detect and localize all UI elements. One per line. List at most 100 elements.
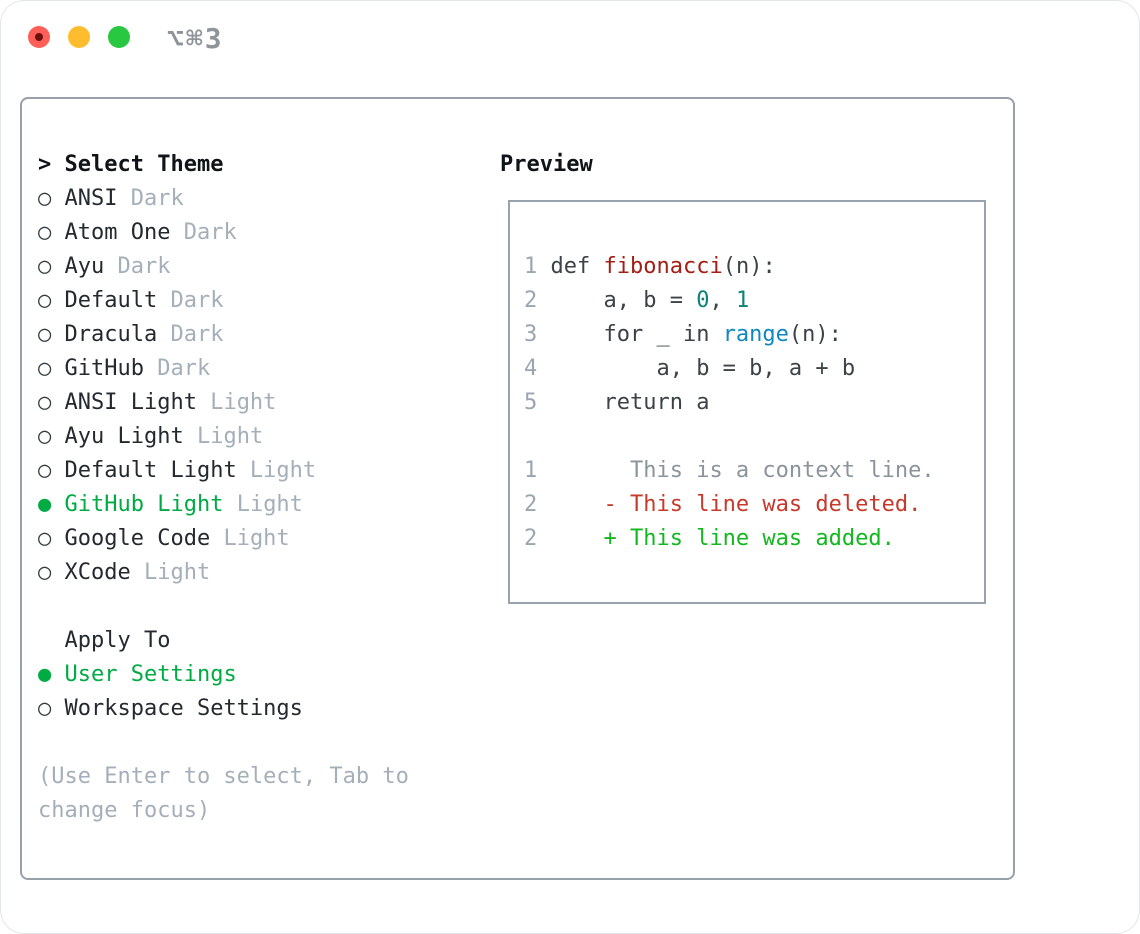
line-number: 1 <box>524 254 551 279</box>
theme-variant: Light <box>130 560 211 585</box>
titlebar <box>28 26 130 48</box>
theme-variant: Light <box>236 458 317 483</box>
theme-variant: Light <box>223 492 303 517</box>
line-number: 2 <box>524 288 551 313</box>
theme-name: ANSI <box>64 186 118 211</box>
theme-option-google-code[interactable]: ○ Google Code Light <box>38 522 433 556</box>
radio-unselected-icon: ○ <box>38 560 65 585</box>
apply-to-list: ● User Settings○ Workspace Settings <box>38 658 433 726</box>
code-line: 1 This is a context line. <box>524 454 984 488</box>
radio-unselected-icon: ○ <box>38 458 65 483</box>
token-code: (n): <box>788 322 842 347</box>
theme-option-xcode[interactable]: ○ XCode Light <box>38 556 433 590</box>
theme-option-default-light[interactable]: ○ Default Light Light <box>38 454 433 488</box>
keyboard-shortcut-label: ⌥⌘3 <box>167 22 224 55</box>
radio-unselected-icon: ○ <box>38 254 65 279</box>
theme-option-dracula[interactable]: ○ Dracula Dark <box>38 318 433 352</box>
code-line: 2 a, b = 0, 1 <box>524 284 984 318</box>
theme-name: Google Code <box>64 526 211 551</box>
token-code: , <box>709 288 736 313</box>
theme-option-ansi[interactable]: ○ ANSI Dark <box>38 182 433 216</box>
line-number: 5 <box>524 390 551 415</box>
code-line: 4 a, b = b, a + b <box>524 352 984 386</box>
token-func: fibonacci <box>603 254 723 279</box>
token-num: 0 <box>696 288 710 313</box>
token-added: + This line was added. <box>550 526 895 551</box>
theme-name: Default <box>64 288 158 313</box>
token-code: a, b = b, a + b <box>550 356 856 381</box>
hint-text: (Use Enter to select, Tab to change focu… <box>38 764 409 823</box>
theme-list-header: > Select Theme <box>38 152 224 177</box>
token-code: a, b = <box>550 288 697 313</box>
theme-name: ANSI Light <box>64 390 197 415</box>
token-code: for _ in <box>550 322 723 347</box>
theme-option-default[interactable]: ○ Default Dark <box>38 284 433 318</box>
code-line <box>524 420 984 454</box>
spacer <box>38 590 433 624</box>
theme-list: ○ ANSI Dark○ Atom One Dark○ Ayu Dark○ De… <box>38 182 433 590</box>
line-number: 3 <box>524 322 551 347</box>
theme-option-ansi-light[interactable]: ○ ANSI Light Light <box>38 386 433 420</box>
theme-option-atom-one[interactable]: ○ Atom One Dark <box>38 216 433 250</box>
theme-option-ayu-light[interactable]: ○ Ayu Light Light <box>38 420 433 454</box>
code-line: 2 - This line was deleted. <box>524 488 984 522</box>
prompt-icon: > <box>38 152 52 177</box>
line-number: 4 <box>524 356 551 381</box>
close-button[interactable] <box>28 26 50 48</box>
theme-name: Dracula <box>64 322 158 347</box>
code-line: 3 for _ in range(n): <box>524 318 984 352</box>
token-context: This is a context line. <box>550 458 935 483</box>
token-num: 1 <box>735 288 750 313</box>
radio-unselected-icon: ○ <box>38 356 65 381</box>
radio-unselected-icon: ○ <box>38 220 65 245</box>
radio-selected-icon: ● <box>38 662 65 687</box>
theme-variant: Dark <box>157 288 224 313</box>
radio-unselected-icon: ○ <box>38 322 65 347</box>
code-line: 2 + This line was added. <box>524 522 984 556</box>
radio-unselected-icon: ○ <box>38 526 65 551</box>
code-line: 1 def fibonacci(n): <box>524 250 984 284</box>
theme-option-ayu[interactable]: ○ Ayu Dark <box>38 250 433 284</box>
theme-variant: Dark <box>170 220 237 245</box>
token-code: return a <box>550 390 710 415</box>
theme-name: GitHub Light <box>64 492 224 517</box>
code-line: 5 return a <box>524 386 984 420</box>
theme-variant: Light <box>196 390 277 415</box>
theme-variant: Light <box>183 424 264 449</box>
line-number <box>524 424 537 449</box>
theme-variant: Dark <box>143 356 211 381</box>
radio-unselected-icon: ○ <box>38 288 65 313</box>
radio-unselected-icon: ○ <box>38 424 65 449</box>
line-number: 1 <box>524 458 551 483</box>
theme-name: Ayu <box>64 254 105 279</box>
apply-to-header: Apply To <box>64 628 171 653</box>
line-number: 2 <box>524 492 551 517</box>
theme-variant: Dark <box>117 186 184 211</box>
radio-unselected-icon: ○ <box>38 696 65 721</box>
radio-unselected-icon: ○ <box>38 186 65 211</box>
spacer <box>38 726 433 760</box>
token-code: (n): <box>722 254 776 279</box>
theme-variant: Dark <box>104 254 171 279</box>
radio-selected-icon: ● <box>38 492 65 517</box>
token-code: def <box>550 254 604 279</box>
zoom-button[interactable] <box>108 26 130 48</box>
radio-unselected-icon: ○ <box>38 390 65 415</box>
theme-variant: Dark <box>157 322 224 347</box>
theme-variant: Light <box>210 526 290 551</box>
minimize-button[interactable] <box>68 26 90 48</box>
theme-option-github[interactable]: ○ GitHub Dark <box>38 352 433 386</box>
theme-name: GitHub <box>64 356 144 381</box>
theme-option-github-light[interactable]: ● GitHub Light Light <box>38 488 433 522</box>
theme-name: XCode <box>64 560 131 585</box>
theme-name: Default Light <box>64 458 237 483</box>
token-builtin: range <box>722 322 789 347</box>
apply-option-workspace-settings[interactable]: ○ Workspace Settings <box>38 692 433 726</box>
token-deleted: - This line was deleted. <box>550 492 922 517</box>
preview-title: Preview <box>500 152 593 177</box>
left-column: > Select Theme ○ ANSI Dark○ Atom One Dar… <box>38 148 433 828</box>
apply-option-user-settings[interactable]: ● User Settings <box>38 658 433 692</box>
theme-name: Ayu Light <box>64 424 184 449</box>
